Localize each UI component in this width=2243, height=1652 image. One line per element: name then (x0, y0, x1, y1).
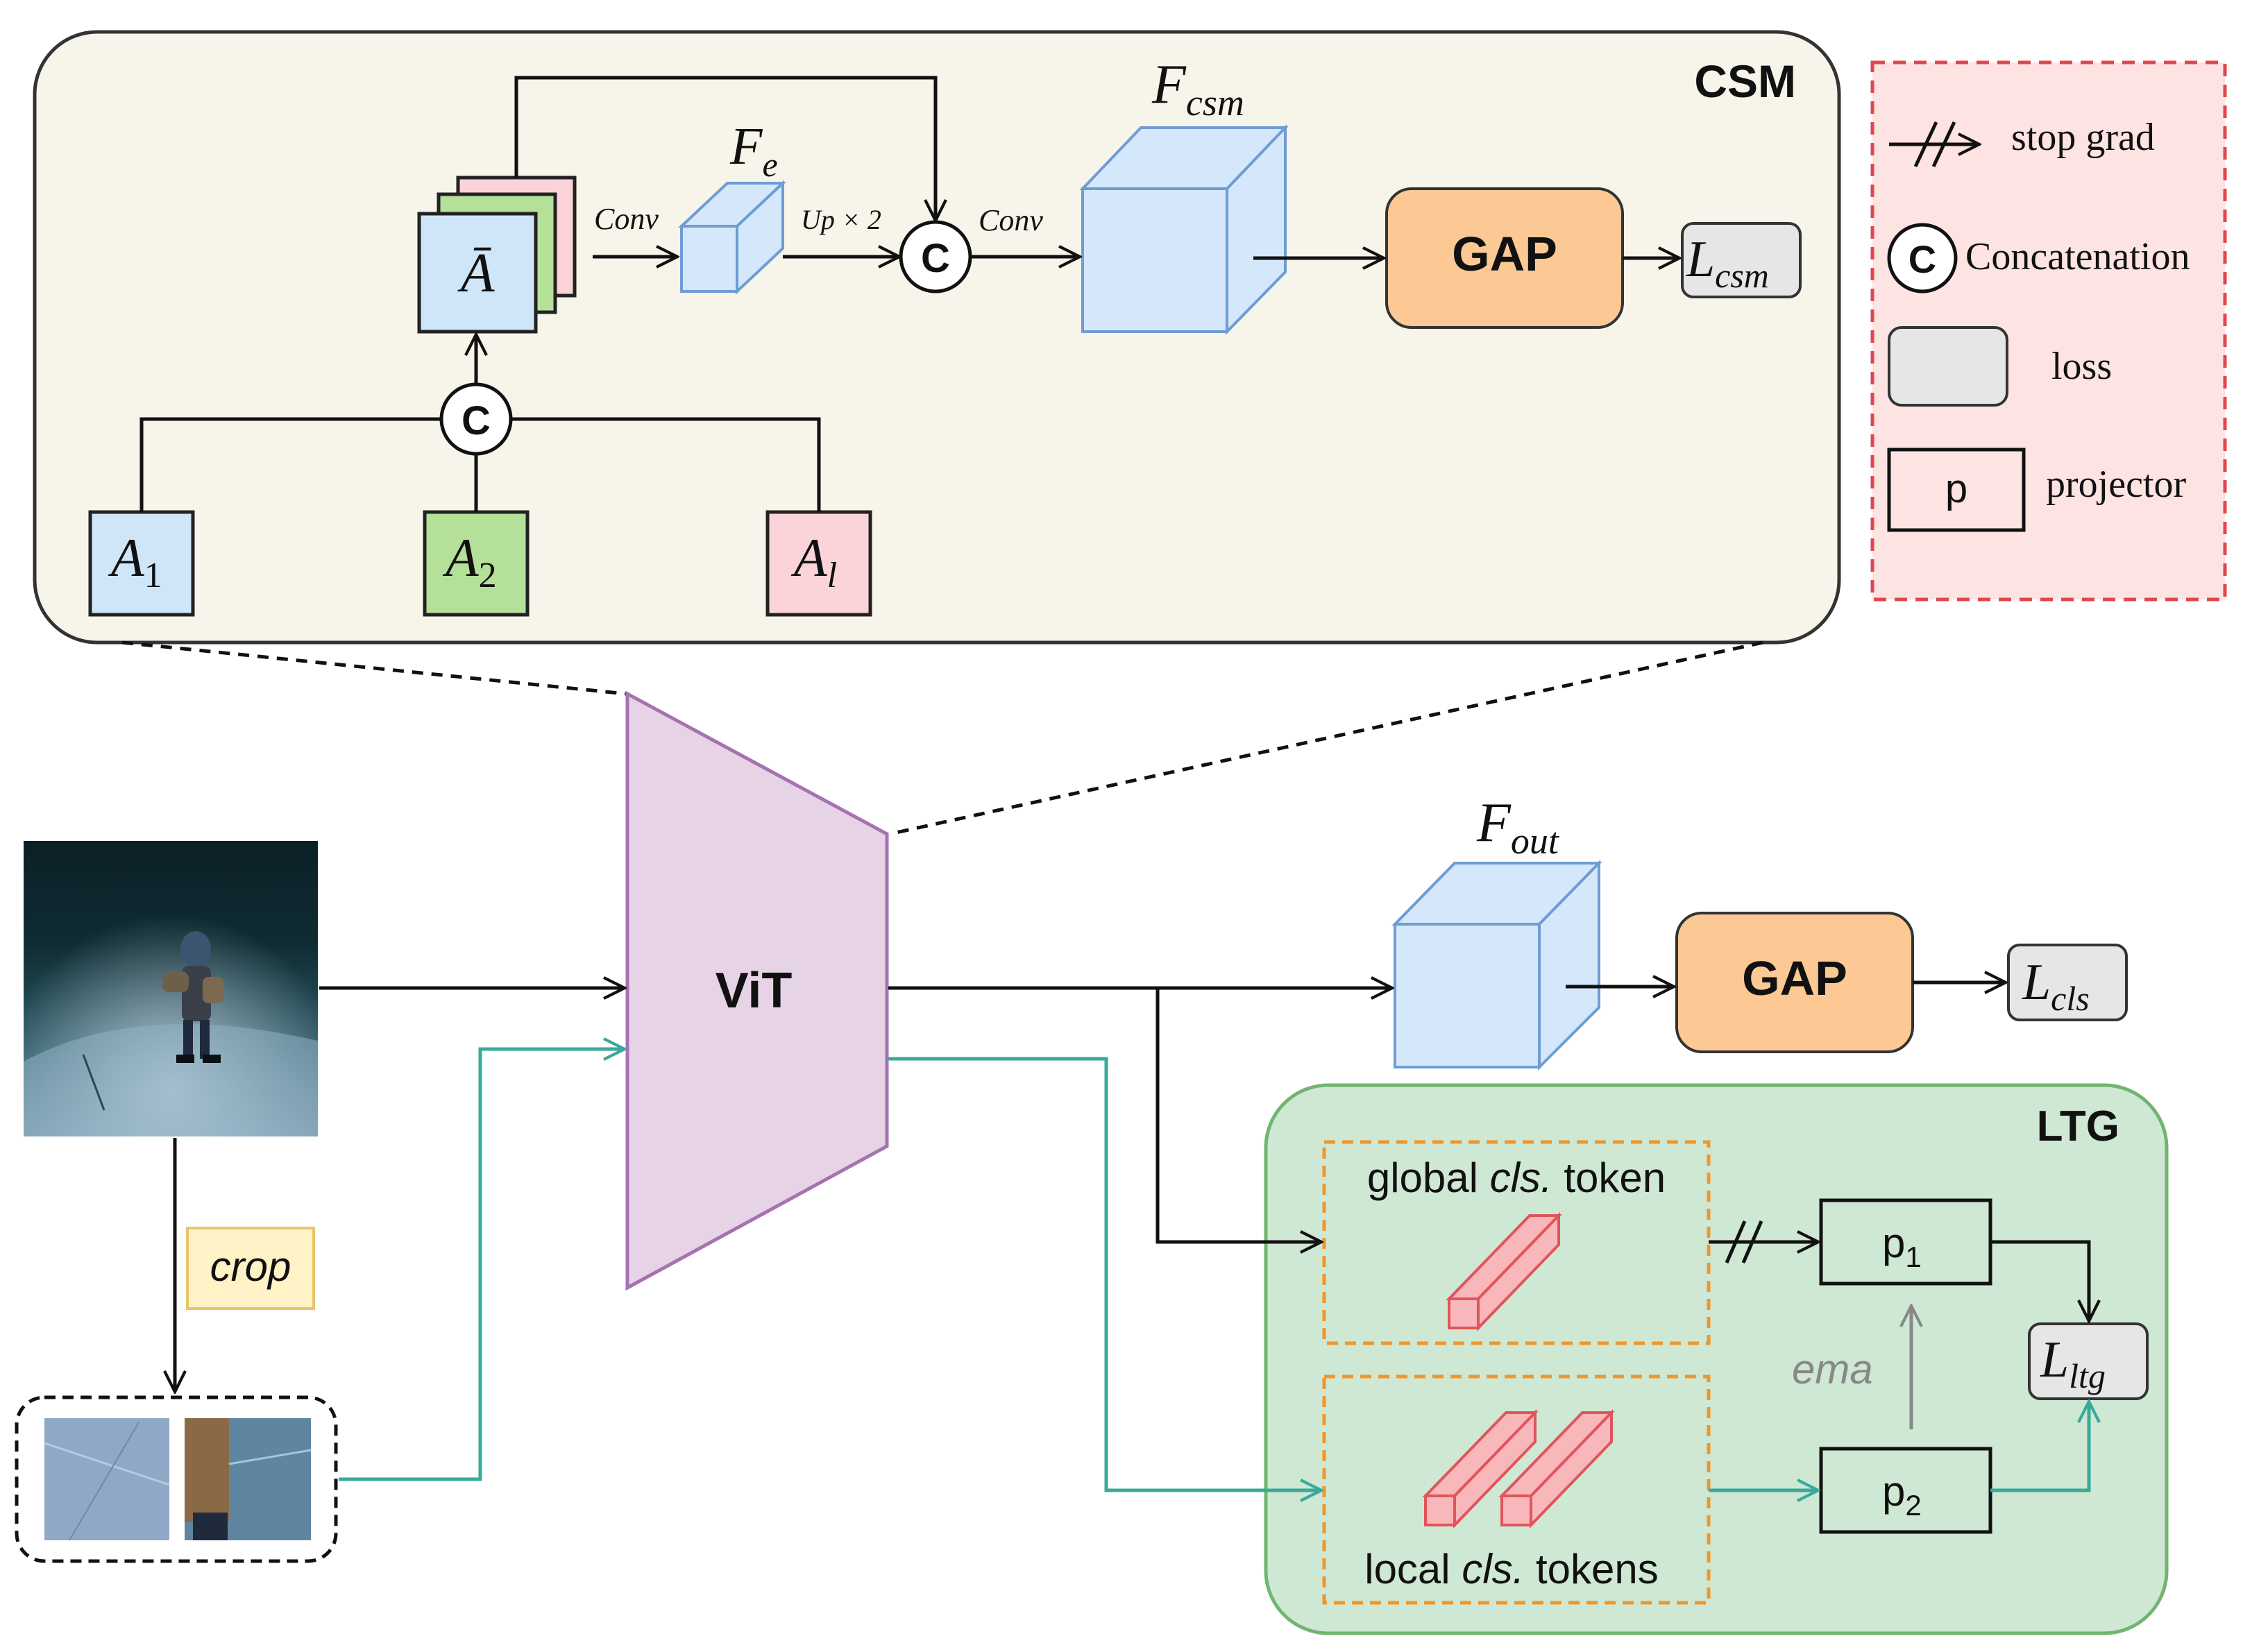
p1-label: p1 (1882, 1220, 1922, 1273)
a-bar-stack: Ā (417, 176, 577, 334)
main-gap-label: GAP (1742, 951, 1847, 1005)
conv2-label: Conv (979, 203, 1043, 237)
svg-text:C: C (462, 398, 491, 443)
crop-label-box (186, 1227, 315, 1310)
p2-box (1819, 1447, 1992, 1534)
ltg-loss-label: Lltg (2040, 1331, 2106, 1395)
crop-label: crop (210, 1243, 291, 1290)
legend-panel: stop grad C Concatenation loss p project… (1870, 60, 2227, 602)
csm-concat-bottom: C (439, 382, 513, 456)
cls-loss-label: Lcls (2022, 954, 2090, 1018)
p2-label: p2 (1882, 1468, 1922, 1522)
a-bar-front-blue (417, 212, 538, 334)
fout-label: Fout (1476, 792, 1560, 862)
csm-concat-top: C (899, 220, 972, 293)
csm-gap-label: GAP (1452, 227, 1557, 281)
al-box (765, 510, 872, 617)
local-token-label: local cls. tokens (1364, 1546, 1659, 1592)
p1-box (1819, 1198, 1992, 1286)
vit-block (625, 690, 889, 1291)
a1-box (88, 510, 195, 617)
vit-label: ViT (716, 963, 793, 1019)
cropped-patches (15, 1395, 338, 1563)
fe-cube (677, 180, 787, 295)
stop-grad-icon (1889, 121, 1979, 168)
local-token-bars (1422, 1409, 1615, 1528)
a2-label: A2 (442, 527, 497, 595)
fcsm-label: Fcsm (1151, 54, 1244, 124)
csm-loss-label: Lcsm (1686, 231, 1769, 295)
zoom-guides (121, 640, 1763, 836)
fe-label: Fe (729, 117, 778, 184)
ema-label: ema (1792, 1346, 1873, 1393)
csm-loss-box (1681, 222, 1802, 298)
legend-projector: projector (2046, 463, 2186, 506)
fcsm-cube (1079, 124, 1289, 335)
legend-loss-icon (1888, 326, 2008, 407)
legend-loss: loss (2051, 345, 2112, 388)
global-token-bar (1446, 1212, 1562, 1331)
main-connections (319, 982, 2089, 1490)
global-token-region (1322, 1140, 1711, 1345)
ltg-title: LTG (2037, 1102, 2119, 1150)
crop-patch-1 (44, 1418, 169, 1540)
a1-label: A1 (108, 527, 162, 595)
fout-cube (1391, 860, 1602, 1071)
up-label: Up × 2 (801, 204, 881, 235)
conv1-label: Conv (594, 202, 659, 236)
global-token-label: global cls. token (1367, 1155, 1666, 1201)
legend-projector-symbol: p (1945, 466, 1967, 511)
csm-panel: CSM Ā Fe Fcsm GAP Lcsm (33, 30, 1841, 645)
legend-projector-icon (1887, 448, 2026, 532)
csm-connections (139, 76, 1679, 512)
svg-text:C: C (921, 236, 950, 281)
input-image (24, 841, 318, 1136)
legend-concatenation: Concatenation (1965, 235, 2190, 278)
a-bar-label: Ā (457, 243, 496, 304)
legend-stop-grad: stop grad (2011, 116, 2155, 159)
cls-loss-box (2007, 944, 2128, 1021)
svg-text:C: C (1908, 237, 1936, 281)
al-label: Al (790, 527, 837, 595)
csm-title: CSM (1694, 56, 1796, 107)
ltg-loss-box (2028, 1322, 2149, 1400)
legend-concat-icon: C (1887, 223, 1958, 293)
ltg-panel: LTG global cls. token local cls. tokens … (1264, 1083, 2169, 1635)
